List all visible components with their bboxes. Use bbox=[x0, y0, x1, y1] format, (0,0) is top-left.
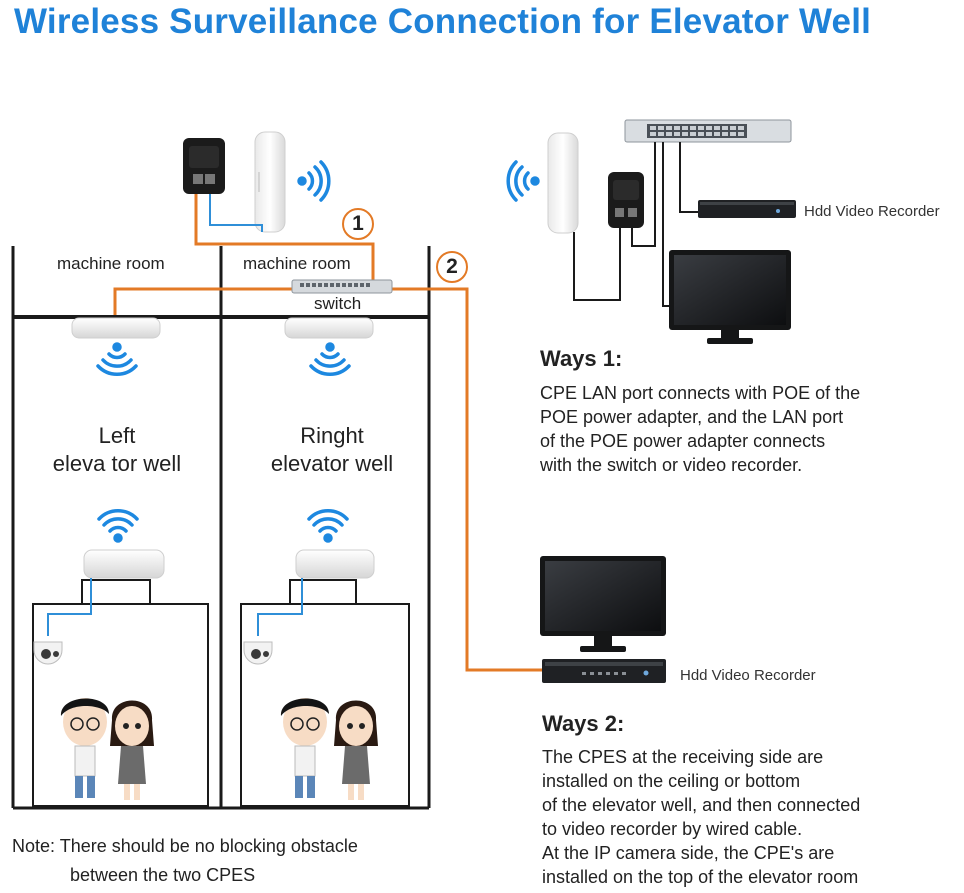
left-well-line2: eleva tor well bbox=[52, 451, 182, 476]
recorder-label-ways2: Hdd Video Recorder bbox=[680, 667, 816, 684]
ways1-description: CPE LAN port connects with POE of the PO… bbox=[540, 381, 950, 477]
note: Note: There should be no blocking obstac… bbox=[12, 832, 358, 890]
ways2-line: to video recorder by wired cable. bbox=[542, 819, 803, 839]
video-recorder-ways2 bbox=[542, 659, 666, 683]
monitor-ways1 bbox=[669, 250, 791, 344]
wifi-signal-up-left bbox=[97, 509, 139, 543]
right-well-line2: elevator well bbox=[270, 451, 394, 476]
cpe-device-top bbox=[254, 131, 286, 233]
note-line1: Note: There should be no blocking obstac… bbox=[12, 836, 358, 856]
left-well-label: Left eleva tor well bbox=[22, 422, 212, 478]
poe-adapter bbox=[183, 138, 225, 194]
ways2-line: The CPES at the receiving side are bbox=[542, 747, 824, 767]
marker-2-label: 2 bbox=[446, 255, 458, 278]
orange-cables bbox=[113, 194, 545, 672]
ethernet-cables bbox=[573, 142, 698, 307]
ways1-line: POE power adapter, and the LAN port bbox=[540, 407, 844, 427]
network-switch-device bbox=[624, 119, 792, 143]
left-well-line1: Left bbox=[98, 423, 136, 448]
machine-room-label-right: machine room bbox=[243, 254, 351, 273]
ways2-heading: Ways 2: bbox=[542, 711, 625, 736]
page-title: Wireless Surveillance Connection for Ele… bbox=[14, 2, 872, 41]
ways1-line: of the POE power adapter connects bbox=[540, 431, 826, 451]
elevator-car-left bbox=[32, 549, 209, 807]
marker-1 bbox=[342, 208, 374, 240]
monitor-ways2 bbox=[540, 556, 666, 652]
wifi-signal-left bbox=[506, 160, 540, 202]
elevator-car-right bbox=[240, 549, 410, 807]
switch-label: switch bbox=[314, 294, 362, 313]
building-outline bbox=[11, 246, 431, 810]
recorder-label-ways1: Hdd Video Recorder bbox=[804, 203, 940, 220]
people-illustration-right bbox=[280, 698, 378, 800]
machine-room-label-left: machine room bbox=[57, 254, 165, 273]
people-illustration-left bbox=[60, 698, 154, 800]
ways2-line: installed on the top of the elevator roo… bbox=[542, 867, 859, 887]
ways1-heading: Ways 1: bbox=[540, 346, 623, 371]
ways2-line: of the elevator well, and then connected bbox=[542, 795, 861, 815]
cpe-device-ways1 bbox=[547, 132, 579, 234]
ip-camera-left bbox=[33, 641, 63, 665]
wifi-signal-right bbox=[297, 160, 331, 202]
note-line2: between the two CPES bbox=[70, 865, 256, 885]
switch-device bbox=[291, 279, 393, 294]
right-well-label: Ringht elevator well bbox=[232, 422, 432, 478]
poe-adapter-ways1 bbox=[608, 172, 644, 228]
ways2-line: At the IP camera side, the CPE's are bbox=[542, 843, 835, 863]
marker-2 bbox=[436, 251, 468, 283]
ways1-line: with the switch or video recorder. bbox=[540, 455, 803, 475]
ways2-description: The CPES at the receiving side are insta… bbox=[542, 745, 952, 889]
ip-camera-right bbox=[243, 641, 273, 665]
right-well-line1: Ringht bbox=[300, 423, 364, 448]
video-recorder-ways1 bbox=[698, 200, 796, 218]
wifi-signal-up-right bbox=[307, 509, 349, 543]
ceiling-cpe-left bbox=[71, 317, 161, 339]
wifi-signal-down-left bbox=[96, 342, 138, 376]
marker-1-label: 1 bbox=[352, 212, 364, 235]
wifi-signal-down-right bbox=[309, 342, 351, 376]
ceiling-cpe-right bbox=[284, 317, 374, 339]
ways1-line: CPE LAN port connects with POE of the bbox=[540, 383, 861, 403]
ways2-line: installed on the ceiling or bottom bbox=[542, 771, 801, 791]
